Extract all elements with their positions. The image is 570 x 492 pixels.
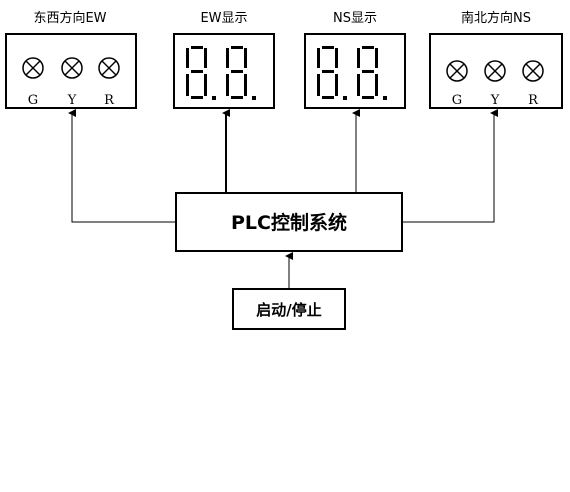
ew-display-panel [173, 33, 275, 109]
lamp-icon [98, 57, 120, 79]
lamp-icon [522, 60, 544, 82]
lamp-label-red: R [528, 93, 539, 108]
seven-segment-digit-icon [186, 46, 216, 100]
start-stop-box: 启动/停止 [232, 288, 346, 330]
ns-lights-title: 南北方向NS [461, 10, 531, 26]
lamp-icon [61, 57, 83, 79]
lamp-icon [22, 57, 44, 79]
lamp-label-green: G [28, 93, 38, 108]
lamp-label-yellow: Y [67, 93, 77, 108]
lamp-label-green: G [452, 93, 462, 108]
seven-segment-digit-icon [317, 46, 347, 100]
connections [68, 109, 498, 289]
ew-lights-panel: G Y R [5, 33, 137, 109]
ew-lights-title: 东西方向EW [33, 10, 106, 26]
ew-display-title: EW显示 [200, 11, 247, 26]
wire-to-ns-lights [402, 109, 498, 223]
wire-to-ew-lights [68, 109, 176, 223]
seven-segment-digit-icon [226, 46, 256, 100]
lamp-label-yellow: Y [490, 93, 500, 108]
lamp-label-red: R [104, 93, 115, 108]
start-stop-label: 启动/停止 [256, 301, 321, 319]
ns-display-title: NS显示 [333, 11, 377, 26]
seven-segment-digit-icon [357, 46, 387, 100]
plc-control-label: PLC控制系统 [231, 211, 347, 234]
ns-lights-panel: G Y R [429, 33, 563, 109]
ns-display-panel [304, 33, 406, 109]
plc-control-box: PLC控制系统 [175, 192, 403, 252]
lamp-icon [446, 60, 468, 82]
lamp-icon [484, 60, 506, 82]
